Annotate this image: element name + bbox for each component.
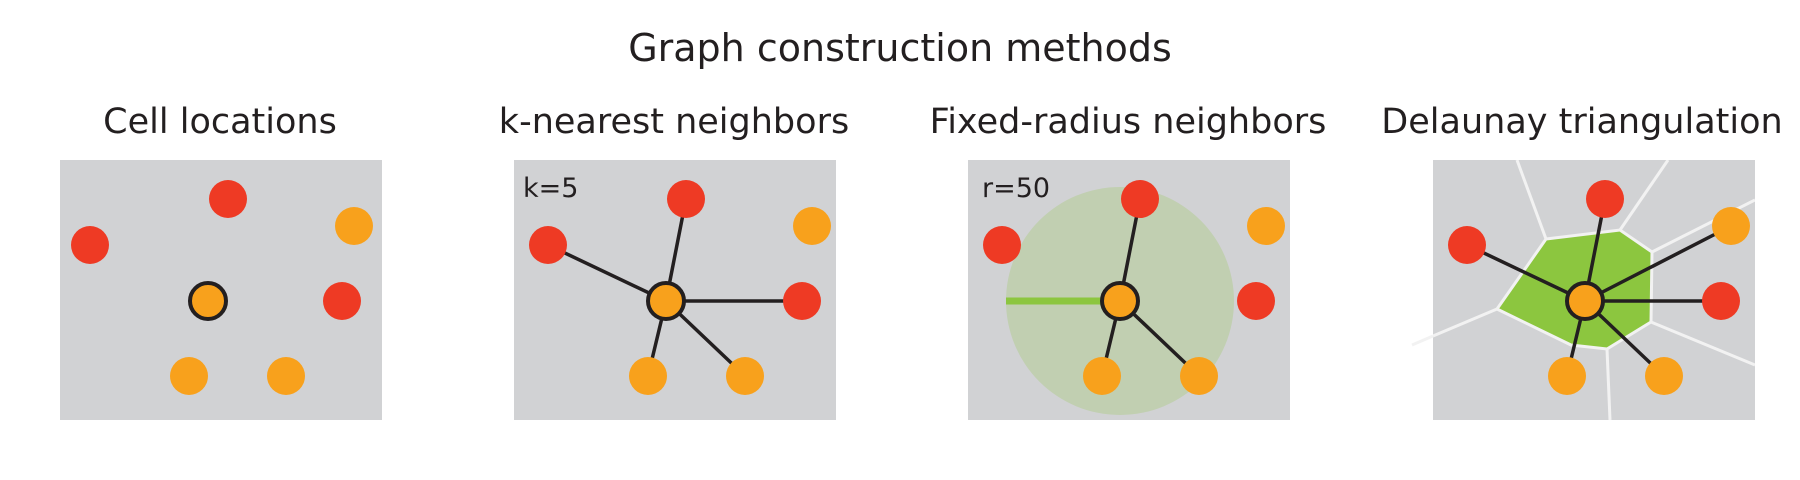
voronoi-edge [1618,160,1670,231]
panel-cell-locations [60,160,382,420]
red-cell [209,180,247,218]
orange-cell [267,357,305,395]
orange-cell [726,357,764,395]
orange-cell [335,207,373,245]
panel-title-cell-locations: Cell locations [103,102,337,142]
center-cell [646,281,686,321]
edge [1465,243,1587,303]
center-cell [188,281,228,321]
red-cell [529,226,567,264]
orange-cell [629,357,667,395]
center-cell [1565,281,1605,321]
panel-fixed-radius: r=50 [968,160,1290,420]
orange-cell [793,207,831,245]
orange-cell [1645,357,1683,395]
orange-cell [1548,357,1586,395]
voronoi-edge [1433,307,1498,338]
orange-cell [1712,207,1750,245]
orange-cell [1247,207,1285,245]
panel-knn: k=5 [514,160,836,420]
red-cell [323,282,361,320]
voronoi-edge [1605,348,1612,420]
red-cell [1121,180,1159,218]
red-cell [667,180,705,218]
center-cell [1100,281,1140,321]
orange-cell [170,357,208,395]
voronoi-edge [1515,160,1548,240]
red-cell [71,226,109,264]
voronoi-edge [1411,334,1434,347]
edge [546,243,668,303]
param-label-r: r=50 [982,173,1050,204]
param-label-k: k=5 [523,173,578,204]
red-cell [983,226,1021,264]
red-cell [1702,282,1740,320]
red-cell [1237,282,1275,320]
orange-cell [1083,357,1121,395]
red-cell [1586,180,1624,218]
panel-title-knn: k-nearest neighbors [498,102,850,142]
panel-title-delaunay: Delaunay triangulation [1381,102,1783,142]
figure-title: Graph construction methods [628,26,1172,70]
red-cell [783,282,821,320]
panel-delaunay [1411,160,1755,420]
red-cell [1448,226,1486,264]
orange-cell [1180,357,1218,395]
edge [1583,224,1733,303]
panel-title-fixed-radius: Fixed-radius neighbors [929,102,1327,142]
voronoi-edge [1650,320,1755,367]
